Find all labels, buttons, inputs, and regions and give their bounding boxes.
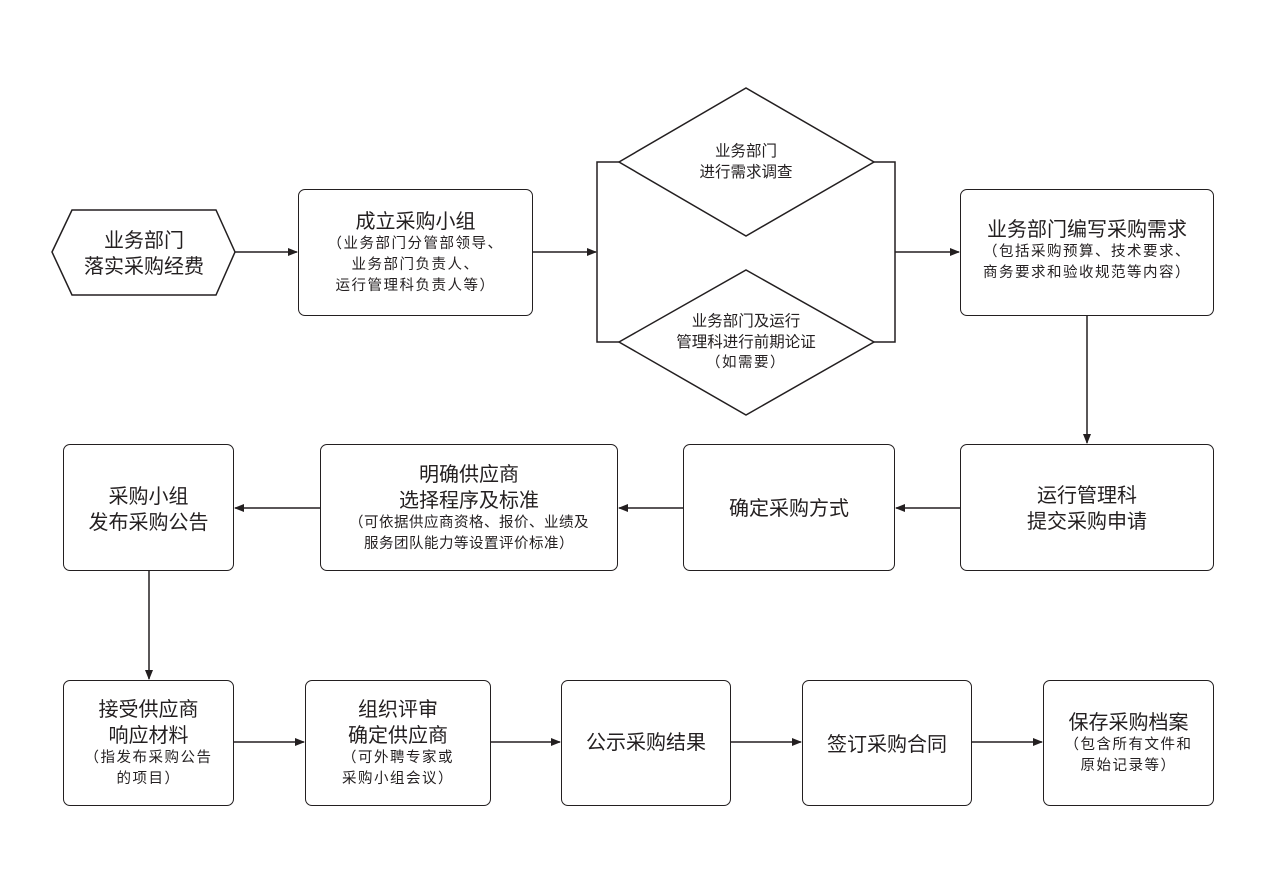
- method-title: 确定采购方式: [729, 495, 849, 520]
- criteria-note: （可依据供应商资格、报价、业绩及 服务团队能力等设置评价标准）: [349, 514, 589, 552]
- start-node: 业务部门 落实采购经费: [70, 210, 218, 295]
- announce-title: 采购小组 发布采购公告: [88, 484, 209, 534]
- criteria-title: 明确供应商 选择程序及标准: [399, 461, 539, 512]
- write-req-title: 业务部门编写采购需求: [987, 217, 1187, 241]
- archive-node: 保存采购档案 （包含所有文件和 原始记录等）: [1043, 680, 1214, 806]
- submit-title: 运行管理科 提交采购申请: [1027, 482, 1147, 533]
- receive-materials-node: 接受供应商 响应材料 （指发布采购公告 的项目）: [63, 680, 234, 806]
- write-requirements-node: 业务部门编写采购需求 （包括采购预算、技术要求、 商务要求和验收规范等内容）: [960, 189, 1214, 316]
- form-group-note: （业务部门分管部领导、 业务部门负责人、 运行管理科负责人等）: [327, 236, 504, 294]
- review-node: 组织评审 确定供应商 （可外聘专家或 采购小组会议）: [305, 680, 491, 806]
- decision-demo-note: （如需要）: [706, 354, 786, 371]
- receive-note: （指发布采购公告 的项目）: [84, 750, 213, 787]
- sign-contract-node: 签订采购合同: [802, 680, 972, 806]
- archive-title: 保存采购档案: [1068, 710, 1189, 734]
- receive-title: 接受供应商 响应材料: [98, 697, 199, 747]
- archive-note: （包含所有文件和 原始记录等）: [1064, 737, 1193, 774]
- selection-criteria-node: 明确供应商 选择程序及标准 （可依据供应商资格、报价、业绩及 服务团队能力等设置…: [320, 444, 618, 571]
- determine-method-node: 确定采购方式: [683, 444, 895, 571]
- write-req-note: （包括采购预算、技术要求、 商务要求和验收规范等内容）: [983, 244, 1191, 281]
- review-title: 组织评审 确定供应商: [348, 697, 448, 747]
- publicize-result-node: 公示采购结果: [561, 680, 731, 806]
- start-label: 业务部门 落实采购经费: [84, 227, 204, 278]
- decision-demo-node: 业务部门及运行 管理科进行前期论证 （如需要）: [650, 305, 842, 379]
- decision-survey-label: 业务部门 进行需求调查: [699, 142, 793, 181]
- decision-demo-label: 业务部门及运行 管理科进行前期论证: [676, 311, 816, 351]
- decision-survey-node: 业务部门 进行需求调查: [660, 130, 832, 194]
- submit-application-node: 运行管理科 提交采购申请: [960, 444, 1214, 571]
- review-note: （可外聘专家或 采购小组会议）: [342, 750, 454, 787]
- form-group-title: 成立采购小组: [355, 209, 476, 233]
- right-bracket: [874, 161, 896, 343]
- publish-announcement-node: 采购小组 发布采购公告: [63, 444, 234, 571]
- left-bracket: [596, 161, 619, 343]
- form-group-node: 成立采购小组 （业务部门分管部领导、 业务部门负责人、 运行管理科负责人等）: [298, 189, 533, 316]
- contract-title: 签订采购合同: [827, 732, 947, 756]
- publicize-title: 公示采购结果: [586, 730, 706, 754]
